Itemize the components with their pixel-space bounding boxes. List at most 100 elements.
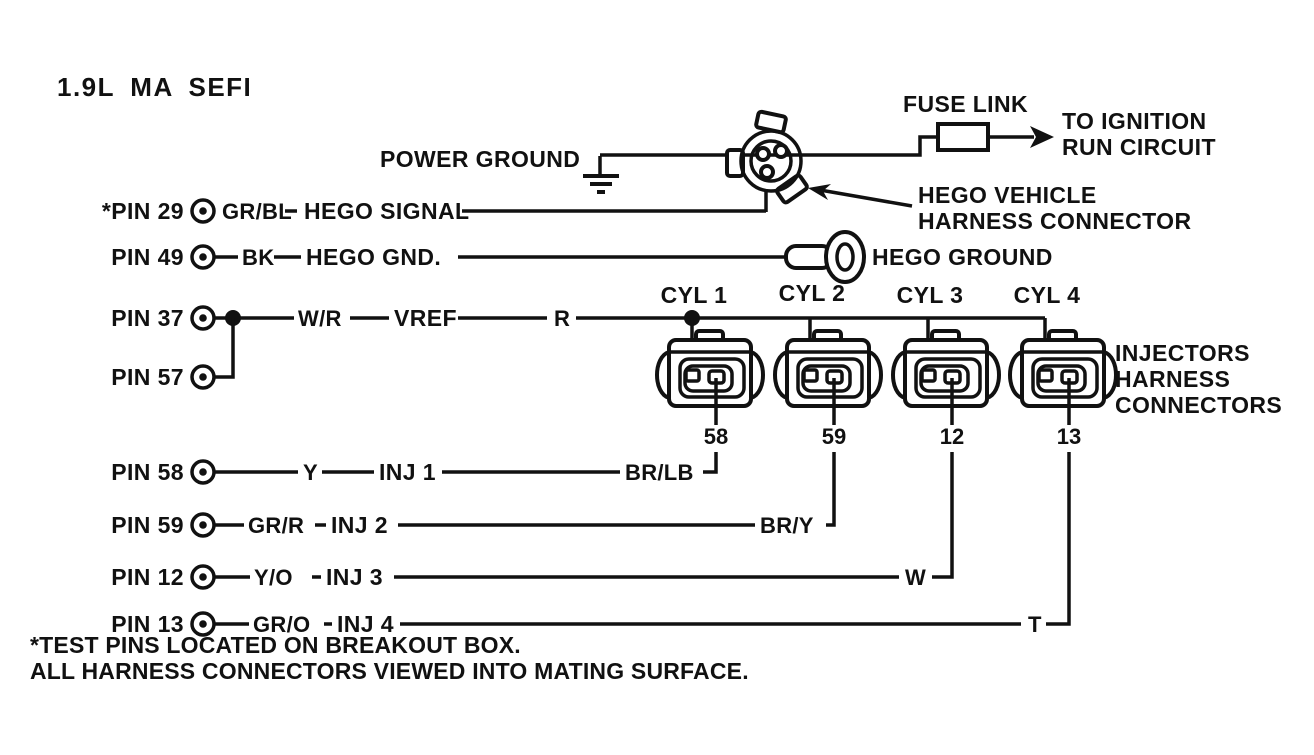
hego-vehicle-harness-connector: HEGO VEHICLE HARNESS CONNECTOR xyxy=(725,109,1191,234)
pin-58-row: PIN 58 Y INJ 1 BR/LB xyxy=(111,452,718,485)
inj3-wire-color: W xyxy=(905,565,926,590)
pin-58-wire-color: Y xyxy=(303,460,318,485)
vref-wire-color: R xyxy=(554,306,570,331)
cyl3-pin-number: 12 xyxy=(940,424,964,449)
cyl3-connector-shape xyxy=(891,329,1001,408)
pin-59-terminal-dot xyxy=(199,521,207,529)
power-ground-circuit: POWER GROUND FUSE LINK TO IGNITION RUN C… xyxy=(380,91,1216,194)
hego-connector-pin-2 xyxy=(773,143,789,159)
injector-connector-cyl3: CYL 3 12 xyxy=(891,282,1001,449)
inj3-label: INJ 3 xyxy=(326,564,383,590)
pin-29-terminal-icon xyxy=(190,198,216,224)
hego-connector-outer-ring xyxy=(739,129,803,193)
cyl1-connector-shape xyxy=(655,329,765,408)
pin-59-row: PIN 59 GR/R INJ 2 BR/Y xyxy=(111,452,836,538)
pin-59-wire-color: GR/R xyxy=(248,513,304,538)
pin-12-terminal-icon xyxy=(190,564,216,590)
pin-49-terminal-dot xyxy=(199,253,207,261)
pin-57-terminal-dot xyxy=(199,373,207,381)
cyl3-label: CYL 3 xyxy=(897,282,964,308)
hego-ground-label: HEGO GROUND xyxy=(872,244,1053,270)
pin-29-label: *PIN 29 xyxy=(102,198,184,224)
injector-connector-cyl2: CYL 2 59 xyxy=(773,280,883,449)
hego-connector-lug-bottom xyxy=(775,173,809,205)
hego-vehicle-label-line1: HEGO VEHICLE xyxy=(918,182,1097,208)
cyl2-label: CYL 2 xyxy=(779,280,846,306)
inj3-wire-corner xyxy=(932,452,954,579)
pin-29-row: *PIN 29 GR/BL HEGO SIGNAL xyxy=(102,198,766,224)
pin-13-terminal-dot xyxy=(199,620,207,628)
to-ignition-label-line2: RUN CIRCUIT xyxy=(1062,134,1216,160)
pin-57-wire xyxy=(214,318,235,379)
pin-49-wire-color: BK xyxy=(242,245,274,270)
to-ignition-label-line1: TO IGNITION xyxy=(1062,108,1207,134)
ground-icon-bars xyxy=(583,174,619,194)
inj1-wire-corner xyxy=(703,452,718,474)
hego-connector-lug-left xyxy=(725,148,745,178)
pin-49-label: PIN 49 xyxy=(111,244,184,270)
hego-connector-callout-line xyxy=(819,188,913,208)
pin-58-terminal-icon xyxy=(190,459,216,485)
hego-connector-inner-ring xyxy=(749,139,793,183)
pin-57-row: PIN 57 xyxy=(111,318,235,390)
arrow-to-ignition-icon xyxy=(1030,126,1054,148)
cyl4-label: CYL 4 xyxy=(1014,282,1081,308)
pin-37-wire-color: W/R xyxy=(298,306,342,331)
inj4-wire-corner xyxy=(1046,452,1071,626)
cyl1-label: CYL 1 xyxy=(661,282,728,308)
hego-connector-callout-arrow-icon xyxy=(808,184,831,200)
footnotes: *TEST PINS LOCATED ON BREAKOUT BOX. ALL … xyxy=(30,632,749,684)
pin-12-label: PIN 12 xyxy=(111,564,184,590)
pin-13-terminal-icon xyxy=(190,611,216,637)
pin-37-terminal-dot xyxy=(199,314,207,322)
pin-58-terminal-dot xyxy=(199,468,207,476)
inj1-wire-color: BR/LB xyxy=(625,460,694,485)
fuse-link-label: FUSE LINK xyxy=(903,91,1028,117)
inj2-label: INJ 2 xyxy=(331,512,388,538)
pin-37-row: PIN 37 W/R VREF R xyxy=(111,305,1045,331)
cyl4-pin-number: 13 xyxy=(1057,424,1081,449)
hego-ground-ring-terminal xyxy=(824,230,866,284)
inj4-wire-color: T xyxy=(1028,612,1042,637)
injectors-caption-line2: HARNESS xyxy=(1115,366,1230,392)
inj4-label: INJ 4 xyxy=(337,611,394,637)
hego-connector-pin-3 xyxy=(759,164,775,180)
vref-label: VREF xyxy=(394,305,457,331)
pin-49-row: PIN 49 BK HEGO GND. HEGO GROUND xyxy=(111,230,1053,284)
injector-connector-cyl1: CYL 1 58 xyxy=(655,282,765,449)
pin-49-signal-label: HEGO GND. xyxy=(306,244,441,270)
fuse-link-symbol xyxy=(936,122,990,152)
pin-13-label: PIN 13 xyxy=(111,611,184,637)
pin-59-label: PIN 59 xyxy=(111,512,184,538)
hego-ground-ring-hole xyxy=(835,242,855,272)
diagram-title: 1.9L MA SEFI xyxy=(57,72,252,102)
inj2-wire-color: BR/Y xyxy=(760,513,814,538)
hego-vehicle-label-line2: HARNESS CONNECTOR xyxy=(918,208,1191,234)
pin-29-signal-label: HEGO SIGNAL xyxy=(304,198,469,224)
cyl2-pin-number: 59 xyxy=(822,424,846,449)
pin-29-wire-color: GR/BL xyxy=(222,199,292,224)
pin-29-terminal-dot xyxy=(199,207,207,215)
cyl4-connector-shape xyxy=(1008,329,1118,408)
cyl1-pin-number: 58 xyxy=(704,424,728,449)
injector-connector-cyl4: CYL 4 13 xyxy=(1008,282,1118,449)
pin-59-terminal-icon xyxy=(190,512,216,538)
pin-13-wire-color: GR/O xyxy=(253,612,310,637)
pin-49-terminal-icon xyxy=(190,244,216,270)
hego-connector-pin-1 xyxy=(755,146,771,162)
pin-13-row: PIN 13 GR/O INJ 4 T xyxy=(111,452,1071,637)
inj2-wire-corner xyxy=(826,452,836,527)
inj1-label: INJ 1 xyxy=(379,459,436,485)
pin-12-row: PIN 12 Y/O INJ 3 W xyxy=(111,452,954,590)
pin-12-terminal-dot xyxy=(199,573,207,581)
cyl2-connector-shape xyxy=(773,329,883,408)
pin-58-label: PIN 58 xyxy=(111,459,184,485)
power-ground-label: POWER GROUND xyxy=(380,146,580,172)
pin-57-label: PIN 57 xyxy=(111,364,184,390)
footnote-line1: *TEST PINS LOCATED ON BREAKOUT BOX. xyxy=(30,632,521,658)
injectors-harness-caption: INJECTORS HARNESS CONNECTORS xyxy=(1115,340,1282,418)
injectors-caption-line1: INJECTORS xyxy=(1115,340,1250,366)
pin-37-label: PIN 37 xyxy=(111,305,184,331)
